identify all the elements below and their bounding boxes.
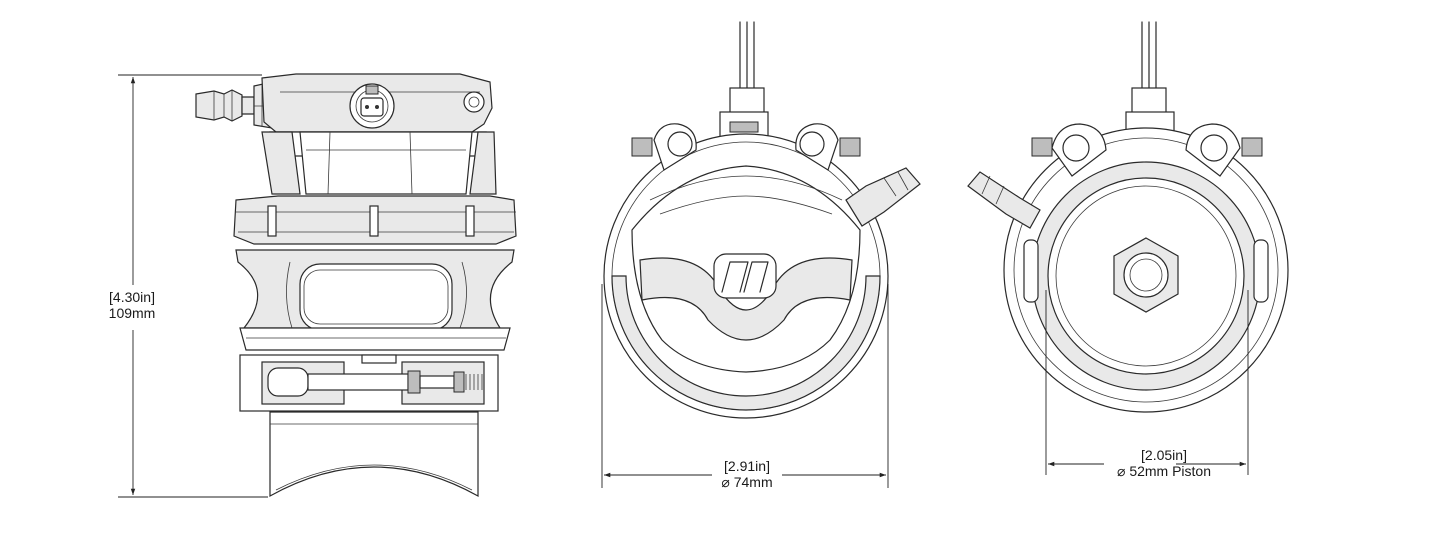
piston-diameter-icon: ⌀	[1116, 463, 1126, 479]
back-mounting-ears	[1031, 123, 1263, 177]
side-view	[118, 73, 517, 498]
width-metric: 74mm	[733, 474, 773, 490]
height-dimension	[118, 74, 268, 498]
width-imperial: [2.91in]	[724, 458, 770, 474]
top-cap	[261, 73, 497, 195]
width-label: [2.91in] ⌀ 74mm	[708, 458, 786, 490]
mounting-ears	[631, 123, 861, 171]
logo-emblem	[713, 253, 777, 299]
front-barb	[845, 167, 921, 227]
piston-metric: 52mm Piston	[1129, 463, 1212, 479]
back-barb	[967, 171, 1041, 229]
diameter-icon: ⌀	[721, 474, 730, 490]
back-view	[967, 21, 1289, 475]
front-view	[601, 21, 921, 488]
height-imperial: [4.30in]	[109, 289, 155, 305]
inlet-flange	[269, 411, 479, 498]
height-label: [4.30in] 109mm	[96, 289, 168, 321]
collar-ring	[233, 195, 517, 245]
piston-imperial: [2.05in]	[1141, 447, 1187, 463]
main-body	[235, 249, 515, 351]
width-dimension	[601, 284, 889, 488]
height-metric: 109mm	[108, 305, 156, 321]
piston-metric-row: ⌀ 52mm Piston	[1098, 463, 1230, 479]
v-band-clamp	[239, 354, 499, 412]
piston-label: [2.05in] ⌀ 52mm Piston	[1098, 447, 1230, 479]
hex-nut	[1113, 237, 1179, 313]
width-metric-row: ⌀ 74mm	[708, 474, 786, 490]
piston-dimension	[1045, 290, 1249, 475]
back-sensor-wires	[1125, 21, 1175, 137]
